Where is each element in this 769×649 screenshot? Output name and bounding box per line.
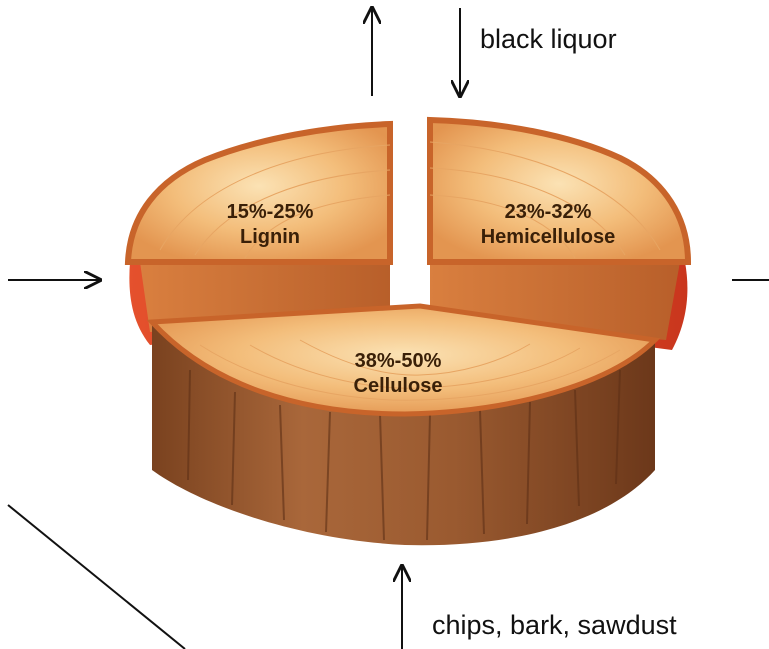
hemicellulose-percent: 23%-32% — [505, 201, 592, 223]
cellulose-name: Cellulose — [354, 375, 443, 397]
black-liquor-label: black liquor — [480, 24, 617, 55]
lignin-percent: 15%-25% — [227, 201, 314, 223]
chips-bark-sawdust-label: chips, bark, sawdust — [432, 610, 677, 641]
lignin-name: Lignin — [240, 226, 300, 248]
cellulose-slice: 38%-50% Cellulose — [152, 306, 655, 545]
diagonal-connector-line — [8, 505, 185, 649]
cellulose-percent: 38%-50% — [355, 350, 442, 372]
hemicellulose-name: Hemicellulose — [481, 226, 616, 248]
